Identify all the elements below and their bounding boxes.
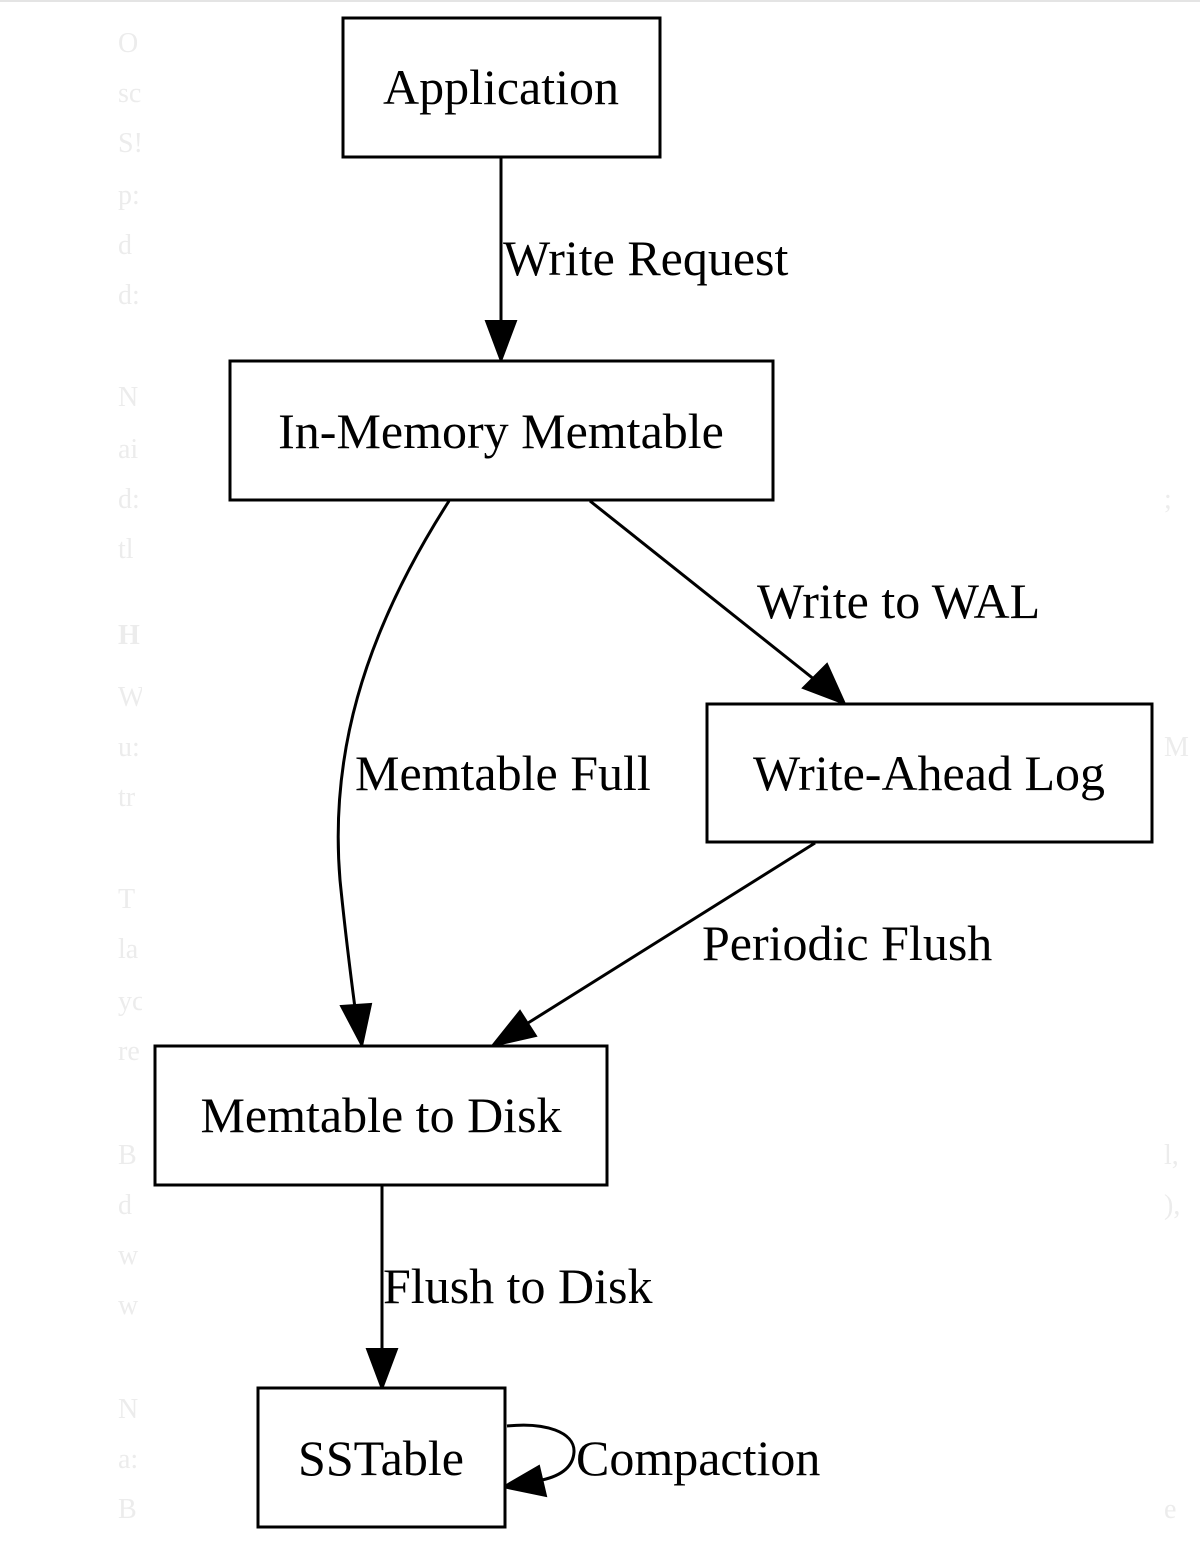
bg-text-fragment: u: xyxy=(118,732,140,763)
bg-text-fragment: B xyxy=(118,1140,137,1171)
bg-text-fragment: H xyxy=(118,620,140,651)
node-label-memtable-to-disk: Memtable to Disk xyxy=(200,1087,561,1143)
bg-text-fragment: sc xyxy=(118,78,142,109)
bg-text-fragment: B xyxy=(118,1494,137,1525)
bg-text-fragment: S! xyxy=(118,128,142,159)
arrowhead-icon xyxy=(365,1348,399,1392)
edge-label-memtable-full: Memtable Full xyxy=(355,745,651,801)
bg-text-fragment: W xyxy=(118,682,142,713)
bg-text-fragment: O xyxy=(118,28,139,59)
arrowhead-icon xyxy=(484,320,518,364)
node-box xyxy=(153,1044,609,1187)
bg-text-fragment: l, xyxy=(1164,1140,1179,1171)
edge-line xyxy=(506,1423,576,1482)
edge-label-periodic-flush: Periodic Flush xyxy=(702,915,992,971)
node-box xyxy=(228,359,775,502)
edge-line xyxy=(336,500,451,1009)
edge-line xyxy=(589,499,816,682)
bg-text-fragment: d: xyxy=(118,280,140,311)
node-application: Application xyxy=(341,16,662,159)
node-memtable-to-disk: Memtable to Disk xyxy=(153,1044,609,1187)
bg-text-fragment: p: xyxy=(118,180,140,211)
edge-compaction: Compaction xyxy=(500,1423,820,1498)
edge-write-request: Write Request xyxy=(484,158,789,364)
bg-text-fragment: T xyxy=(118,884,136,915)
arrowhead-icon xyxy=(801,662,847,706)
bg-text-fragment: N xyxy=(118,382,139,413)
bg-text-fragment: e xyxy=(1164,1494,1177,1525)
edge-label-write-request: Write Request xyxy=(503,230,789,286)
node-in-memory-memtable: In-Memory Memtable xyxy=(228,359,775,502)
edge-label-compaction: Compaction xyxy=(576,1430,820,1486)
edge-label-write-to-wal: Write to WAL xyxy=(757,573,1040,629)
edge-label-flush-to-disk: Flush to Disk xyxy=(383,1258,653,1314)
bg-text-fragment: tl xyxy=(118,534,134,565)
bg-text-fragment: w xyxy=(118,1240,139,1271)
edge-memtable-full: Memtable Full xyxy=(336,500,651,1049)
bg-text-fragment: d: xyxy=(118,484,140,515)
top-border xyxy=(0,0,1200,2)
bg-text-fragment: d xyxy=(118,230,132,261)
bg-text-fragment: yc xyxy=(118,986,142,1017)
node-write-ahead-log: Write-Ahead Log xyxy=(705,702,1154,844)
bg-text-fragment: N xyxy=(118,1394,139,1425)
bg-text-fragment: la xyxy=(118,934,139,965)
bg-text-fragment: tr xyxy=(118,782,136,813)
bg-text-fragment: M xyxy=(1164,732,1189,763)
bg-text-fragment: ai xyxy=(118,434,139,465)
edge-write-to-wal: Write to WAL xyxy=(589,499,1040,706)
arrowhead-icon xyxy=(489,1009,538,1048)
node-label-in-memory-memtable: In-Memory Memtable xyxy=(278,403,724,459)
edge-periodic-flush: Periodic Flush xyxy=(489,841,992,1048)
node-box xyxy=(341,16,662,159)
node-label-write-ahead-log: Write-Ahead Log xyxy=(753,745,1105,801)
bg-text-fragment: re xyxy=(118,1036,140,1067)
bg-text-fragment: ), xyxy=(1164,1190,1181,1221)
arrowhead-icon xyxy=(339,1002,373,1049)
arrowhead-icon xyxy=(500,1464,548,1498)
bg-text-fragment: w xyxy=(118,1290,139,1321)
bg-text-fragment: a: xyxy=(118,1444,139,1475)
bg-text-fragment: ; xyxy=(1164,484,1172,515)
node-label-sstable: SSTable xyxy=(298,1430,464,1486)
node-label-application: Application xyxy=(383,59,619,115)
edge-flush-to-disk: Flush to Disk xyxy=(365,1186,653,1392)
edge-line xyxy=(527,841,816,1025)
bg-text-fragment: d xyxy=(118,1190,132,1221)
node-box xyxy=(705,702,1154,844)
node-box xyxy=(256,1386,507,1529)
node-sstable: SSTable xyxy=(256,1386,507,1529)
